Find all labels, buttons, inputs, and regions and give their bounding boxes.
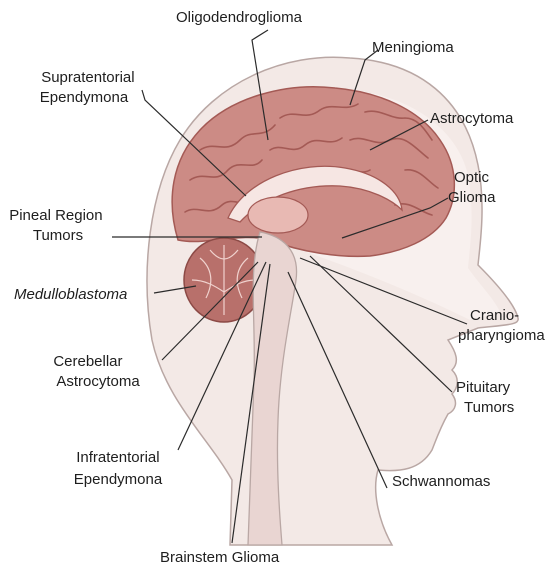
label-pineal-line2: Tumors	[33, 227, 83, 244]
label-supratentorial-ependymoma: Supratentorial Ependymona	[40, 69, 139, 106]
label-schwannomas: Schwannomas	[392, 473, 490, 490]
label-brainstem-glioma: Brainstem Glioma	[160, 549, 280, 566]
label-optic-line2: Glioma	[448, 189, 496, 206]
label-pituitary-tumors: Pituitary Tumors	[456, 379, 514, 416]
label-supratentorial-line1: Supratentorial	[41, 69, 134, 86]
label-astrocytoma: Astrocytoma	[430, 110, 514, 127]
label-infratentorial-ependymoma: Infratentorial Ependymona	[74, 449, 164, 488]
label-pineal-line1: Pineal Region	[9, 207, 102, 224]
label-cerebellar-line2: Astrocytoma	[56, 373, 140, 390]
label-oligodendroglioma: Oligodendroglioma	[176, 9, 303, 26]
label-cranio-line2: pharyngioma	[458, 327, 545, 344]
label-pituitary-line2: Tumors	[464, 399, 514, 416]
label-infratentorial-line1: Infratentorial	[76, 449, 159, 466]
label-optic-line1: Optic	[454, 169, 490, 186]
label-cerebellar-astrocytoma: Cerebellar Astrocytoma	[53, 353, 140, 390]
label-medulloblastoma: Medulloblastoma	[14, 286, 127, 303]
label-infratentorial-line2: Ependymona	[74, 471, 163, 488]
label-pineal-region-tumors: Pineal Region Tumors	[9, 207, 107, 244]
label-meningioma: Meningioma	[372, 39, 454, 56]
label-supratentorial-line2: Ependymona	[40, 89, 129, 106]
label-pituitary-line1: Pituitary	[456, 379, 511, 396]
label-cranio-line1: Cranio-	[470, 307, 519, 324]
label-cerebellar-line1: Cerebellar	[53, 353, 122, 370]
thalamus	[248, 197, 308, 233]
